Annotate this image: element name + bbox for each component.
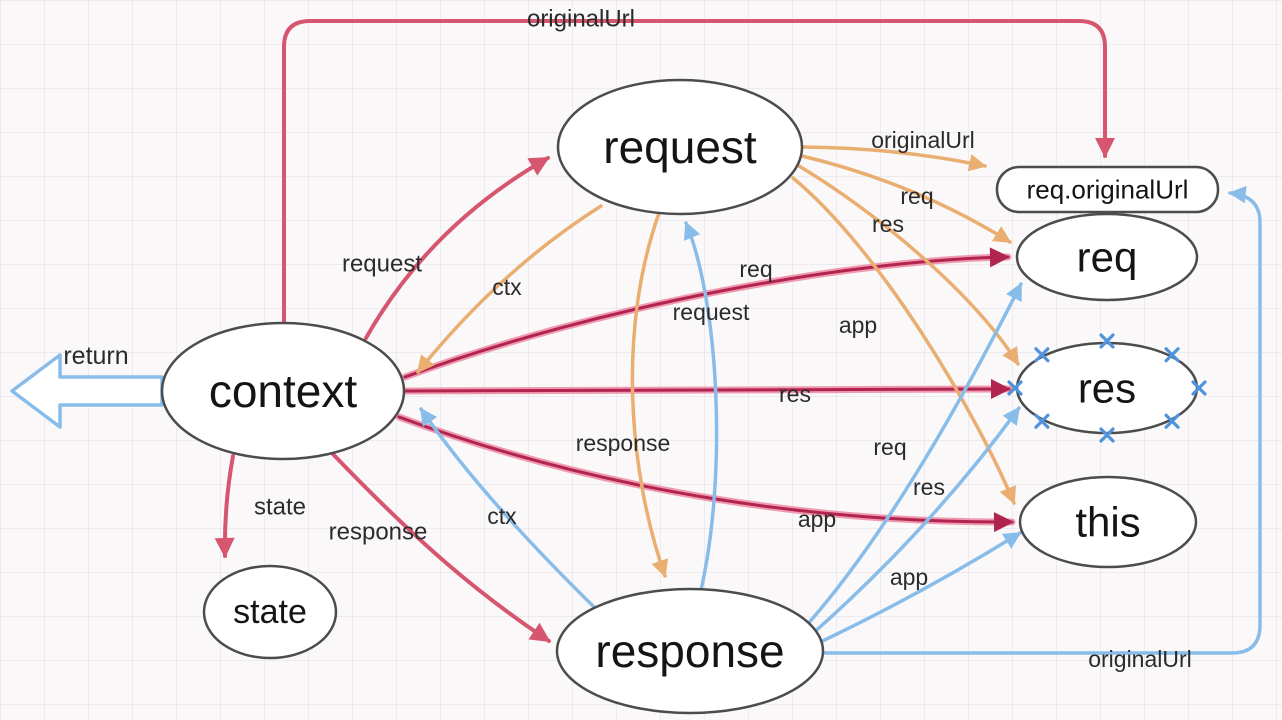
edge-response-app[interactable] <box>810 531 1022 648</box>
edge-label-context-res: res <box>779 381 811 407</box>
return-arrow-label: return <box>63 342 128 370</box>
edge-context-originalUrl[interactable] <box>282 19 1115 326</box>
edge-label-request-req: req <box>900 183 933 209</box>
selection-handle[interactable] <box>1099 427 1115 443</box>
selection-handles-res <box>1007 333 1207 443</box>
edge-response-req[interactable] <box>804 282 1023 628</box>
node-shape-this[interactable] <box>1018 475 1198 569</box>
edge-label-context-response: response <box>329 519 428 546</box>
node-label-state: state <box>233 593 307 631</box>
node-state[interactable]: state <box>202 564 338 660</box>
edge-label-response-req: req <box>873 434 906 460</box>
edge-label-response-app: app <box>890 564 928 590</box>
node-label-req: req <box>1077 234 1138 281</box>
node-label-response: response <box>595 625 784 677</box>
selection-handle[interactable] <box>1007 380 1023 396</box>
node-res[interactable]: res <box>1007 333 1207 443</box>
edge-label-request-response: response <box>576 430 671 456</box>
edges-layer <box>214 19 1262 655</box>
node-shape-response[interactable] <box>555 587 825 715</box>
edge-context-response[interactable] <box>328 449 551 643</box>
node-shape-req-originalUrl[interactable] <box>995 165 1220 214</box>
edge-context-res[interactable] <box>404 379 1011 400</box>
edge-response-ctx[interactable] <box>419 407 596 609</box>
node-this[interactable]: this <box>1018 475 1198 569</box>
node-label-res: res <box>1078 365 1136 412</box>
node-shape-req[interactable] <box>1015 212 1199 302</box>
edge-label-response-res: res <box>913 474 945 500</box>
nodes-layer: contextrequestresponsestatereqresthisreq… <box>160 78 1220 715</box>
selection-handle[interactable] <box>1164 413 1180 429</box>
node-label-context: context <box>209 365 358 417</box>
node-label-req-originalUrl: req.originalUrl <box>1027 175 1189 205</box>
edge-request-res[interactable] <box>797 164 1020 366</box>
selection-handle[interactable] <box>1164 347 1180 363</box>
edge-response-request[interactable] <box>683 221 719 592</box>
edge-label-response-request: request <box>673 299 750 325</box>
node-shape-context[interactable] <box>160 321 406 461</box>
edge-label-response-originalUrl: originalUrl <box>1088 646 1192 672</box>
node-shape-state[interactable] <box>202 564 338 660</box>
node-req[interactable]: req <box>1015 212 1199 302</box>
selection-handle[interactable] <box>1034 413 1050 429</box>
edge-context-app[interactable] <box>397 415 1014 533</box>
edge-label-context-originalUrl: originalUrl <box>527 6 635 33</box>
edge-label-request-ctx: ctx <box>492 274 522 300</box>
node-response[interactable]: response <box>555 587 825 715</box>
edge-label-context-request: request <box>342 251 422 278</box>
selection-handle[interactable] <box>1034 347 1050 363</box>
edge-context-state[interactable] <box>214 454 235 558</box>
node-shape-request[interactable] <box>556 78 804 216</box>
node-context[interactable]: context <box>160 321 406 461</box>
edge-label-context-app: app <box>798 506 836 532</box>
edge-request-req[interactable] <box>800 154 1012 244</box>
edge-context-request[interactable] <box>364 156 550 340</box>
selection-handle[interactable] <box>1191 380 1207 396</box>
edge-request-response[interactable] <box>630 211 669 578</box>
selection-handle[interactable] <box>1099 333 1115 349</box>
edge-request-ctx[interactable] <box>416 204 603 374</box>
edge-response-originalUrl[interactable] <box>821 185 1262 655</box>
edge-label-request-app: app <box>839 312 877 338</box>
edge-request-app[interactable] <box>791 176 1016 505</box>
edge-label-context-req: req <box>739 256 772 282</box>
edge-response-res[interactable] <box>808 406 1021 638</box>
edge-label-context-state: state <box>254 494 306 521</box>
edge-request-originalUrl[interactable] <box>801 145 987 172</box>
edge-label-request-res: res <box>872 211 904 237</box>
node-request[interactable]: request <box>556 78 804 216</box>
node-req-originalUrl[interactable]: req.originalUrl <box>995 165 1220 214</box>
edge-label-request-originalUrl: originalUrl <box>871 127 975 153</box>
edge-context-req[interactable] <box>403 247 1010 379</box>
node-label-this: this <box>1075 499 1140 546</box>
edge-label-response-ctx: ctx <box>487 503 517 529</box>
node-label-request: request <box>603 121 757 173</box>
